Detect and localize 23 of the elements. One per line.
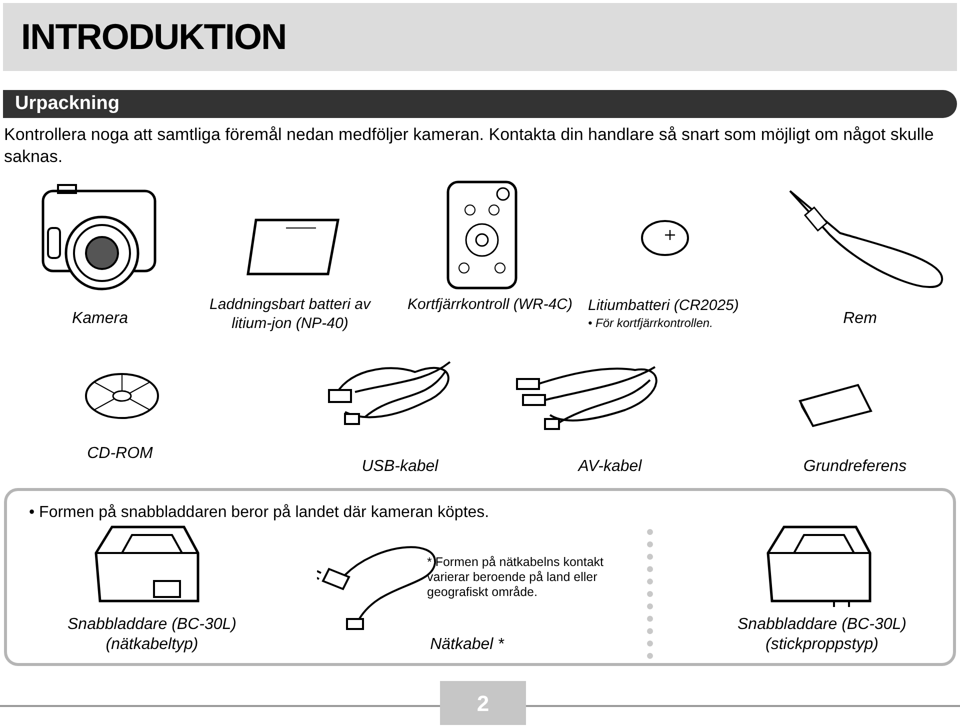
title-band <box>3 3 957 71</box>
item-caption: USB-kabel <box>360 457 440 477</box>
item-caption: Kamera <box>70 309 130 329</box>
item-caption: Snabbladdare (BC-30L) (stickproppstyp) <box>736 615 908 655</box>
note-panel <box>4 488 956 666</box>
item-caption: AV-kabel <box>576 457 643 477</box>
item-caption: Nätkabel * <box>429 635 506 655</box>
item-caption: CD-ROM <box>86 444 154 464</box>
page-number: 2 <box>476 690 490 718</box>
intro-paragraph: Kontrollera noga att samtliga föremål nedan medföljer kameran. Kontakta din handlare så snart som möjligt om något skulle saknas. <box>4 124 935 168</box>
item-caption: Grundreferens <box>802 457 908 477</box>
section-heading: Urpackning <box>15 92 120 116</box>
section-bar <box>3 90 957 118</box>
footnote: * Formen på nätkabelns kontakt varierar beroende på land eller geografiskt område. <box>427 555 604 600</box>
item-caption: Laddningsbart batteri av litium-jon (NP-40) <box>208 295 372 333</box>
item-caption: Rem <box>842 309 878 329</box>
item-caption: Snabbladdare (BC-30L) (nätkabeltyp) <box>66 615 238 655</box>
page-number-tab <box>440 681 526 725</box>
panel-note: • Formen på snabbladdaren beror på landet där kameran köptes. <box>29 503 490 523</box>
item-caption: Kortfjärrkontroll (WR-4C) <box>406 295 574 314</box>
item-note: • För kortfjärrkontrollen. <box>588 315 714 332</box>
page-title: INTRODUKTION <box>21 15 286 59</box>
item-caption: Litiumbatteri (CR2025) <box>588 296 740 316</box>
